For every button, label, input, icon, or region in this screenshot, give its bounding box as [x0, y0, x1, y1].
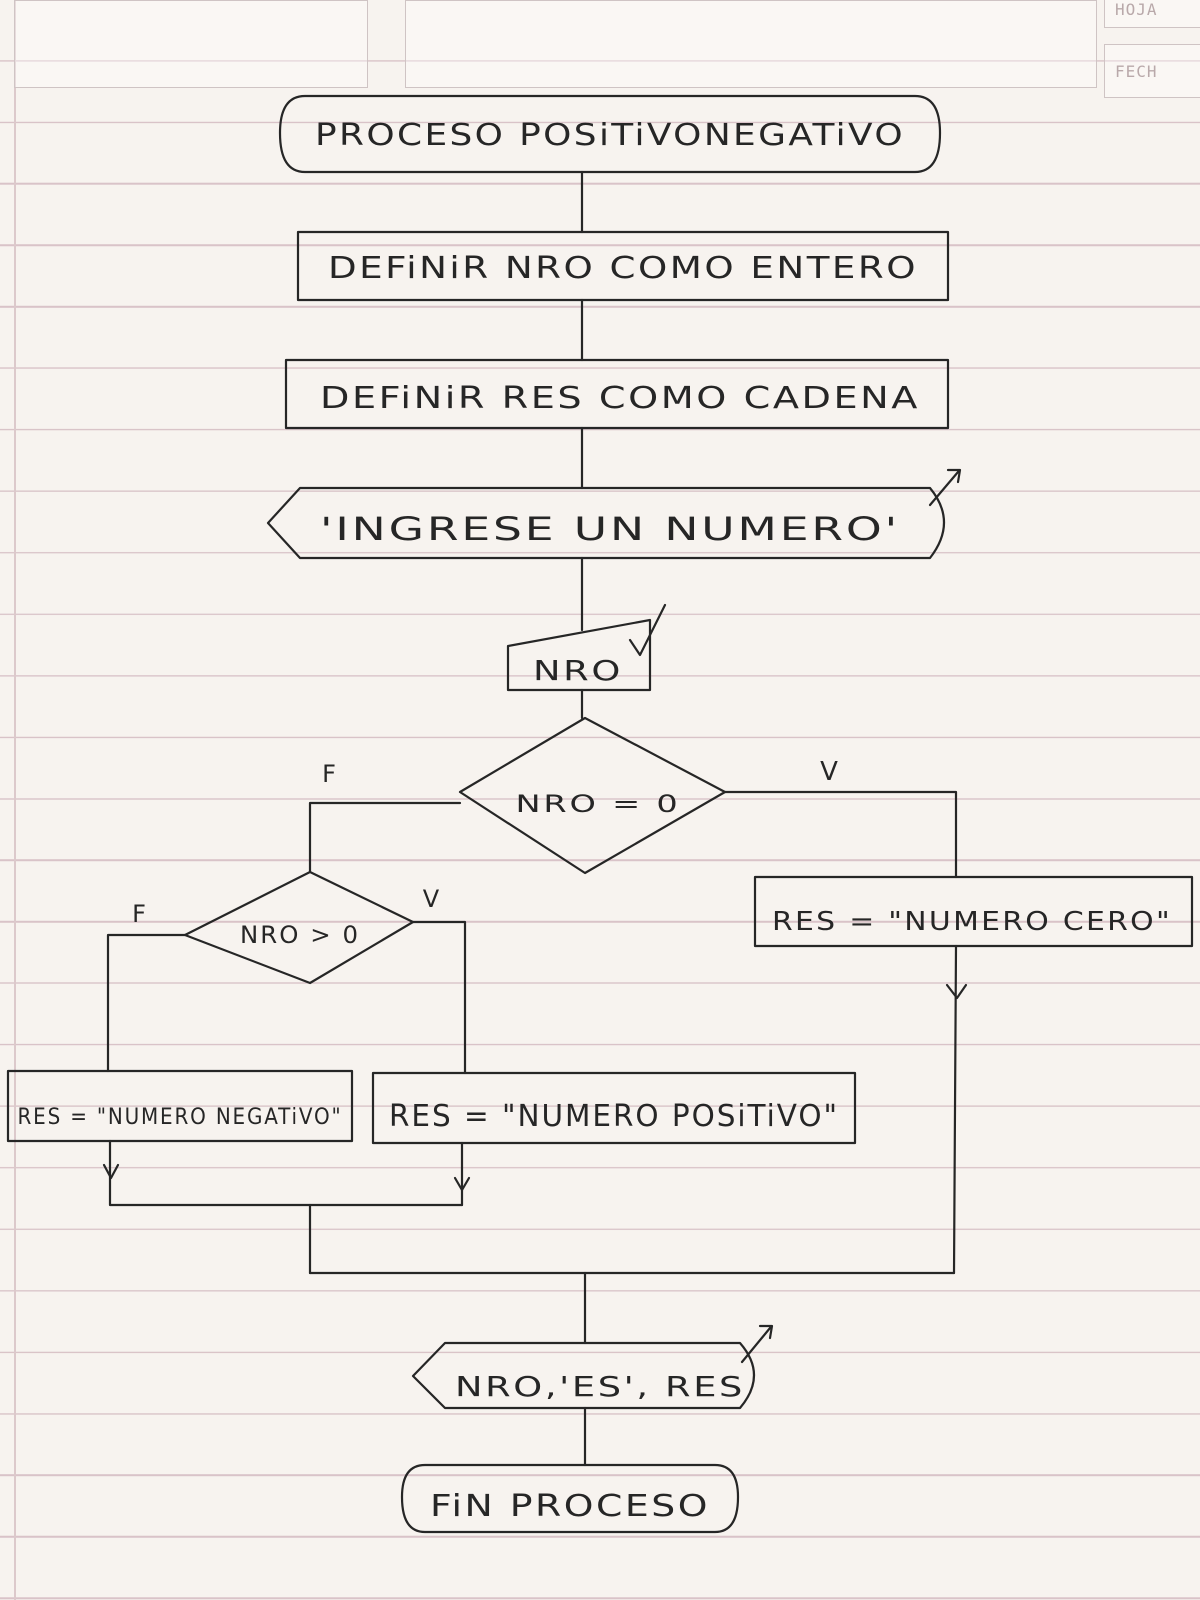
end-label: FiN PROCESO — [430, 1489, 710, 1524]
define-nro-label: DEFiNiR NRO COMO ENTERO — [328, 251, 918, 286]
output-prompt-label: 'INGRESE UN NUMERO' — [320, 510, 900, 548]
define-res-box — [284, 358, 950, 430]
decision-positive-diamond — [183, 870, 415, 985]
header-blank-box — [14, 0, 368, 88]
arrow-negative-down-icon — [102, 1163, 120, 1180]
define-nro-box — [296, 230, 950, 302]
decision-zero-label: NRO = 0 — [516, 790, 681, 818]
connector-negative-merge — [108, 1139, 464, 1207]
decision-zero-true-line — [723, 790, 958, 879]
input-check-icon — [628, 603, 667, 657]
fecha-label: FECH — [1115, 62, 1158, 81]
notebook-margin-line — [14, 0, 16, 1600]
assign-zero-label: RES = "NUMERO CERO" — [772, 907, 1172, 937]
start-terminator — [278, 94, 942, 174]
assign-negative-box — [6, 1069, 354, 1143]
assign-positive-label: RES = "NUMERO POSiTiVO" — [389, 1099, 839, 1134]
output-arrow-icon — [928, 468, 962, 507]
output-result-arrow-icon — [740, 1324, 774, 1364]
decision-zero-diamond — [458, 716, 727, 875]
decision-positive-label: NRO > 0 — [240, 921, 360, 949]
end-terminator — [400, 1463, 740, 1534]
header-blank-box-2 — [405, 0, 1097, 88]
assign-negative-label: RES = "NUMERO NEGATiVO" — [18, 1105, 343, 1130]
decision-positive-true-line — [411, 920, 467, 1075]
arrow-zero-down-icon — [945, 983, 968, 1000]
decision-zero-true-label: V — [820, 757, 840, 787]
connector-assign-zero-merge — [952, 944, 958, 1275]
assign-zero-box — [753, 875, 1194, 948]
define-res-label: DEFiNiR RES COMO CADENA — [320, 381, 920, 416]
output-prompt-shape — [266, 486, 946, 560]
start-label: PROCESO POSiTiVONEGATiVO — [315, 118, 905, 153]
hoja-label: HOJA — [1115, 0, 1158, 19]
decision-zero-false-line — [308, 801, 462, 874]
decision-positive-false-label: F — [132, 900, 148, 928]
output-result-shape — [411, 1341, 755, 1410]
assign-positive-box — [371, 1071, 857, 1145]
decision-positive-false-line — [106, 933, 187, 1073]
hoja-box — [1104, 0, 1200, 28]
output-result-label: NRO,'ES', RES — [455, 1370, 745, 1403]
input-nro-label: NRO — [533, 654, 623, 687]
decision-zero-false-label: F — [322, 760, 338, 788]
input-nro-shape — [506, 618, 652, 692]
fecha-box — [1104, 44, 1200, 98]
decision-positive-true-label: V — [423, 885, 441, 913]
arrow-positive-down-icon — [453, 1176, 471, 1192]
